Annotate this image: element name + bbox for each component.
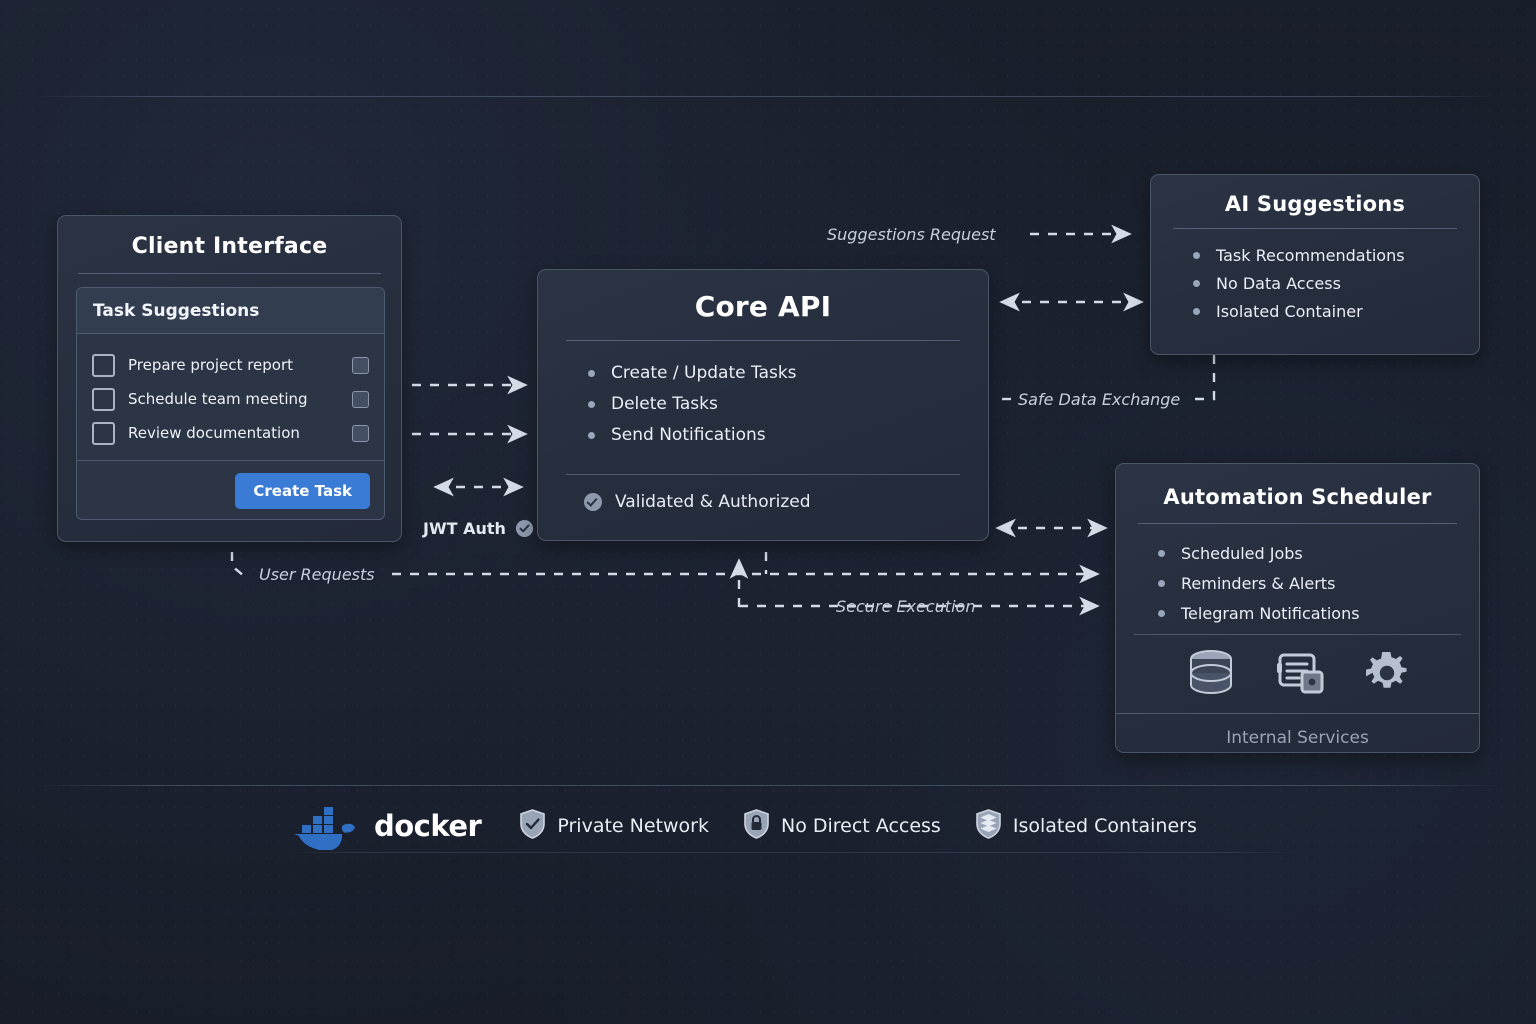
top-divider-rule bbox=[35, 96, 1501, 97]
client-interface-divider bbox=[78, 273, 381, 274]
core-api-separator bbox=[566, 474, 960, 475]
list-item: Isolated Container bbox=[1193, 302, 1479, 321]
shield-lock-icon bbox=[743, 809, 770, 843]
core-api-capability-list: Create / Update Tasks Delete Tasks Send … bbox=[538, 341, 988, 464]
connector-user-requests-elbow bbox=[230, 552, 245, 577]
bullet-icon bbox=[588, 400, 595, 408]
list-item: Create / Update Tasks bbox=[588, 363, 988, 383]
gear-icon bbox=[1363, 649, 1411, 701]
list-item: No Data Access bbox=[1193, 274, 1479, 293]
task-checkbox[interactable] bbox=[92, 421, 115, 445]
bullet-icon bbox=[588, 431, 595, 439]
automation-scheduler-list: Scheduled Jobs Reminders & Alerts Telegr… bbox=[1116, 524, 1479, 623]
shield-check-icon bbox=[519, 809, 546, 843]
bullet-icon bbox=[1158, 610, 1165, 617]
shield-check-icon bbox=[515, 519, 534, 538]
list-item: Send Notifications bbox=[588, 425, 988, 445]
badge-isolated-containers: Isolated Containers bbox=[975, 809, 1197, 843]
task-card-footer: Create Task bbox=[77, 460, 384, 519]
check-circle-icon bbox=[584, 493, 602, 511]
core-api-title: Core API bbox=[694, 290, 832, 323]
task-row[interactable]: Schedule team meeting bbox=[92, 382, 369, 416]
client-interface-title: Client Interface bbox=[131, 234, 328, 259]
create-task-button[interactable]: Create Task bbox=[235, 472, 370, 509]
server-log-icon bbox=[1275, 649, 1325, 701]
bullet-icon bbox=[588, 369, 595, 377]
list-item-label: No Data Access bbox=[1216, 274, 1341, 293]
list-item-label: Delete Tasks bbox=[611, 394, 718, 414]
list-item-label: Task Recommendations bbox=[1216, 246, 1405, 265]
core-api-status: Validated & Authorized bbox=[538, 475, 988, 512]
docker-wordmark: docker bbox=[374, 809, 482, 843]
task-suggestions-header: Task Suggestions bbox=[77, 288, 384, 334]
list-item-label: Telegram Notifications bbox=[1181, 604, 1360, 623]
core-api-panel: Core API Create / Update Tasks Delete Ta… bbox=[537, 269, 989, 541]
label-suggestions-request: Suggestions Request bbox=[827, 225, 996, 244]
list-item: Reminders & Alerts bbox=[1158, 574, 1479, 593]
ai-suggestions-title: AI Suggestions bbox=[1224, 192, 1406, 216]
list-item: Telegram Notifications bbox=[1158, 604, 1479, 623]
internal-services-separator bbox=[1134, 634, 1461, 635]
docker-whale-icon bbox=[290, 798, 362, 854]
label-jwt-auth: JWT Auth bbox=[423, 519, 506, 538]
list-item: Task Recommendations bbox=[1193, 246, 1479, 265]
docker-logo: docker bbox=[290, 798, 482, 854]
list-item-label: Reminders & Alerts bbox=[1181, 574, 1336, 593]
list-item-label: Scheduled Jobs bbox=[1181, 544, 1303, 563]
list-item-label: Isolated Container bbox=[1216, 302, 1363, 321]
client-interface-panel: Client Interface Task Suggestions Prepar… bbox=[57, 215, 402, 542]
connector-safe-data-exchange bbox=[1192, 355, 1216, 401]
task-action-icon[interactable] bbox=[352, 390, 369, 408]
list-item-label: Send Notifications bbox=[611, 425, 766, 445]
badge-label: Isolated Containers bbox=[1012, 815, 1197, 837]
internal-services-icons bbox=[1116, 635, 1479, 713]
task-row[interactable]: Review documentation bbox=[92, 416, 369, 450]
ai-suggestions-list: Task Recommendations No Data Access Isol… bbox=[1151, 229, 1479, 321]
list-item: Delete Tasks bbox=[588, 394, 988, 414]
core-api-divider bbox=[566, 340, 960, 341]
ai-suggestions-divider bbox=[1173, 228, 1457, 229]
bullet-icon bbox=[1158, 580, 1165, 587]
bullet-icon bbox=[1193, 252, 1200, 259]
list-item: Scheduled Jobs bbox=[1158, 544, 1479, 563]
list-item-label: Create / Update Tasks bbox=[611, 363, 797, 383]
task-label: Review documentation bbox=[128, 424, 300, 442]
footer-underline-rule bbox=[285, 852, 1300, 853]
task-label: Prepare project report bbox=[128, 356, 294, 374]
label-safe-data-exchange: Safe Data Exchange bbox=[1018, 390, 1181, 409]
task-label: Schedule team meeting bbox=[128, 390, 308, 408]
badge-label: No Direct Access bbox=[780, 815, 941, 837]
label-secure-execution: Secure Execution bbox=[836, 597, 976, 616]
task-suggestions-card: Task Suggestions Prepare project report … bbox=[76, 287, 385, 520]
jwt-auth-group: JWT Auth bbox=[423, 519, 534, 538]
task-checkbox[interactable] bbox=[92, 387, 115, 411]
bottom-divider-rule bbox=[35, 785, 1501, 786]
bullet-icon bbox=[1193, 308, 1200, 315]
automation-scheduler-panel: Automation Scheduler Scheduled Jobs Remi… bbox=[1115, 463, 1480, 753]
badge-private-network: Private Network bbox=[519, 809, 709, 843]
task-action-icon[interactable] bbox=[352, 356, 369, 374]
task-checkbox[interactable] bbox=[92, 353, 115, 377]
task-row[interactable]: Prepare project report bbox=[92, 348, 369, 382]
footer-badge-bar: docker Private Network No Direct Access bbox=[290, 798, 1197, 854]
bullet-icon bbox=[1193, 280, 1200, 287]
badge-label: Private Network bbox=[557, 815, 709, 837]
task-list: Prepare project report Schedule team mee… bbox=[77, 334, 384, 460]
internal-services-footer-label: Internal Services bbox=[1116, 713, 1479, 748]
layers-icon bbox=[975, 809, 1002, 843]
ai-suggestions-panel: AI Suggestions Task Recommendations No D… bbox=[1150, 174, 1480, 355]
automation-scheduler-divider bbox=[1138, 523, 1457, 524]
bullet-icon bbox=[1158, 550, 1165, 557]
badge-no-direct-access: No Direct Access bbox=[743, 809, 941, 843]
database-icon bbox=[1185, 649, 1237, 701]
automation-scheduler-title: Automation Scheduler bbox=[1163, 485, 1432, 509]
status-badge: Validated & Authorized bbox=[615, 492, 811, 512]
label-user-requests: User Requests bbox=[259, 565, 375, 584]
task-action-icon[interactable] bbox=[352, 424, 369, 442]
